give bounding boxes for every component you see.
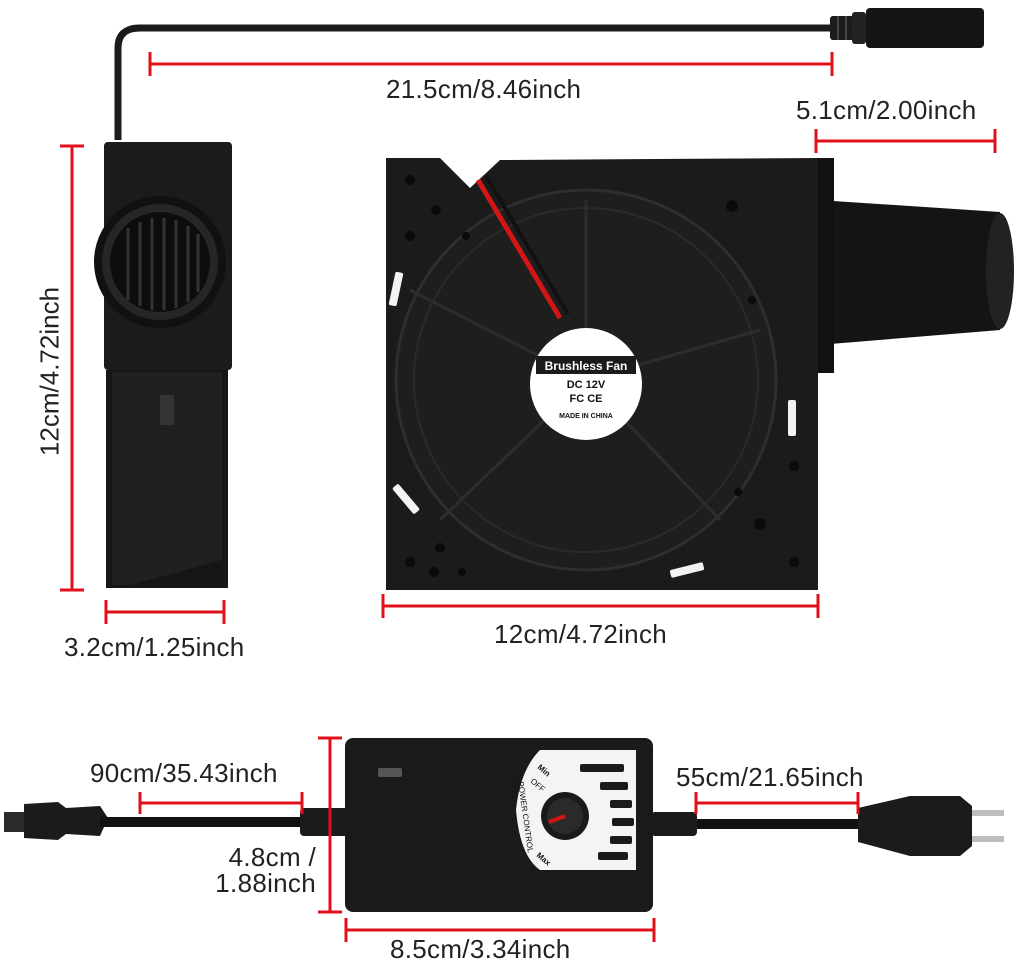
fan-front-view: Brushless Fan DC 12V FC CE MADE IN CHINA (386, 158, 1014, 590)
fan-sticker-voltage: DC 12V (567, 379, 606, 391)
fan-height-label: 12cm/4.72inch (34, 286, 65, 457)
fan-sticker-origin: MADE IN CHINA (559, 413, 613, 420)
plug-cable-length-dimension-line (694, 792, 860, 814)
fan-sticker-certification: FC CE (570, 393, 603, 405)
fan-width-dimension-line (381, 594, 820, 618)
fan-side-view (94, 142, 232, 588)
fan-side-width-label: 3.2cm/1.25inch (64, 632, 245, 662)
adapter-width-dimension-line (344, 918, 656, 942)
nozzle-length-label: 5.1cm/2.00inch (796, 95, 977, 125)
fan-sticker-brand: Brushless Fan (545, 359, 628, 373)
fan-height-dimension-line (60, 144, 84, 592)
cable-length-label: 21.5cm/8.46inch (386, 74, 582, 104)
power-adapter: POWER CONTROL Min OFF Max (4, 738, 1004, 912)
adapter-cable-length-dimension-line (138, 792, 304, 814)
adapter-height-label-line2: 1.88inch (215, 868, 316, 898)
fan-width-label: 12cm/4.72inch (494, 619, 668, 649)
adapter-height-dimension-line (318, 736, 342, 914)
adapter-cable-length-label: 90cm/35.43inch (90, 758, 278, 788)
fan-side-width-dimension-line (104, 600, 226, 624)
cable-length-dimension-line (148, 52, 834, 76)
adapter-width-label: 8.5cm/3.34inch (390, 934, 571, 964)
adapter-height-label-line1: 4.8cm / (228, 842, 316, 872)
nozzle-length-dimension-line (814, 129, 997, 153)
plug-cable-length-label: 55cm/21.65inch (676, 762, 864, 792)
fan-cable (114, 8, 984, 140)
